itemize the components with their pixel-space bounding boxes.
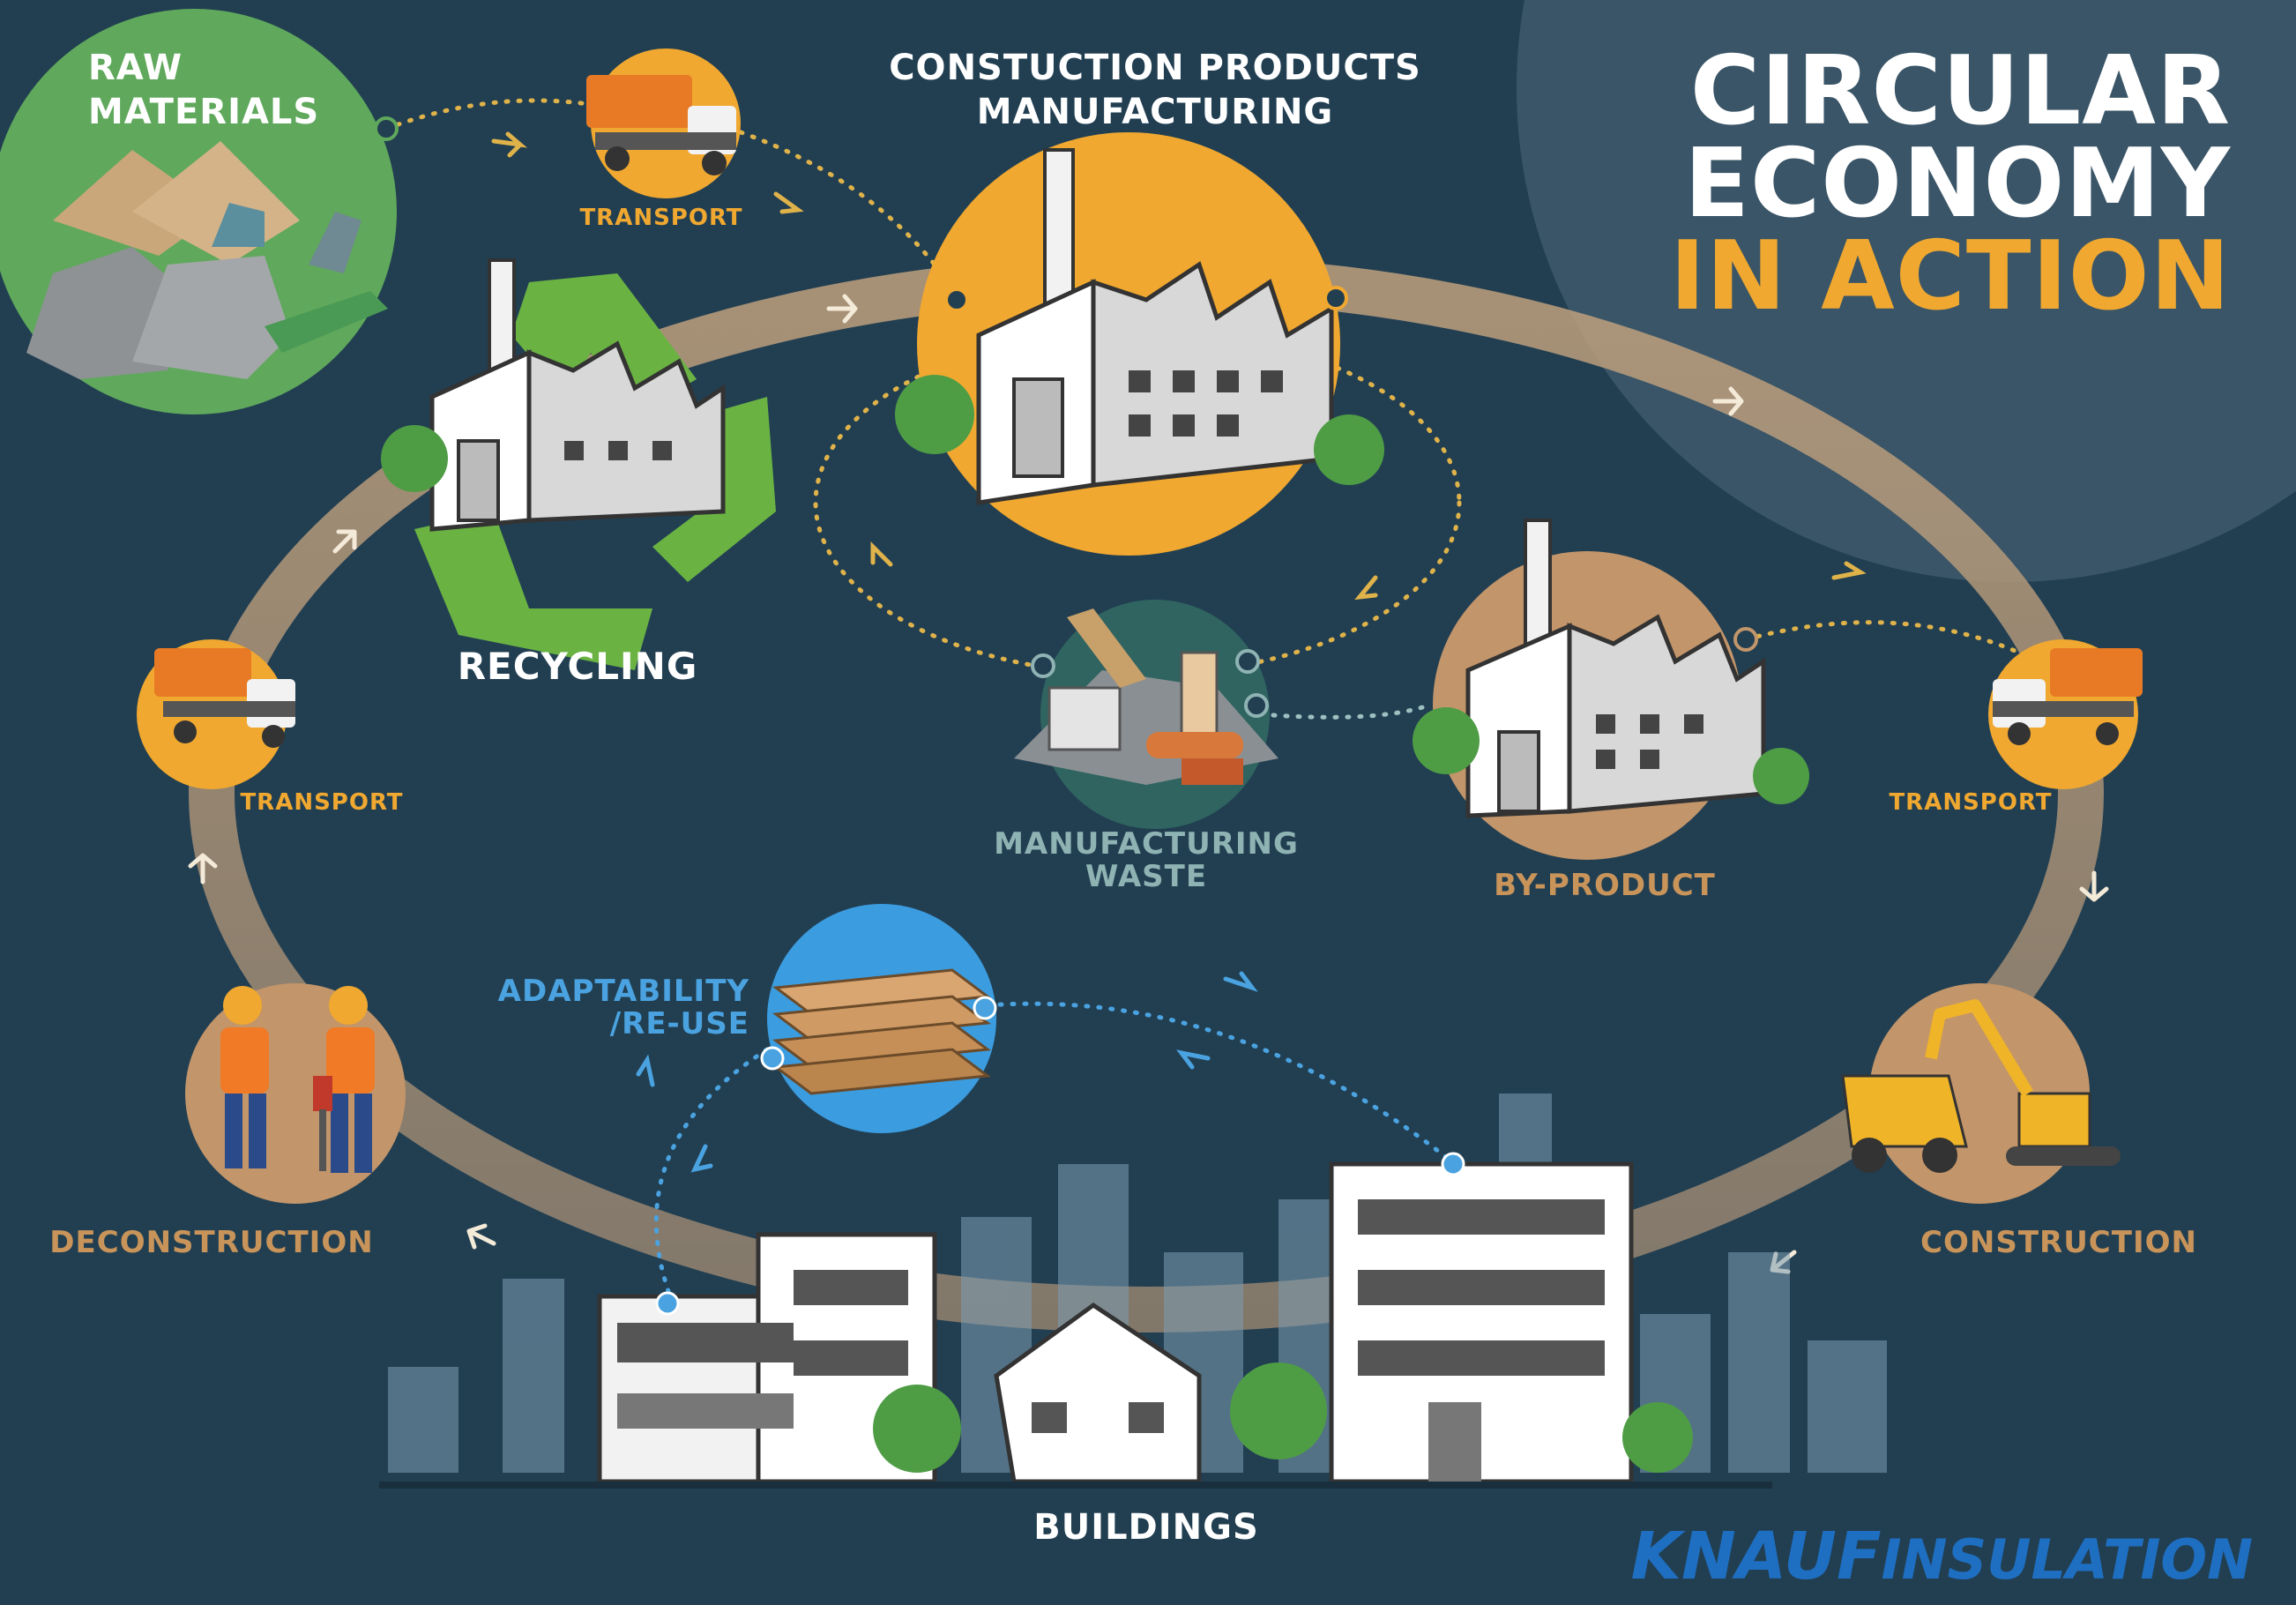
waste-node-dot-top — [1235, 649, 1260, 674]
manufacturing-label-line-2: MANUFACTURING — [977, 92, 1334, 132]
deconstruction-workers-icon — [220, 986, 375, 1173]
manufacturing-label-line-1: CONSTUCTION PRODUCTS — [889, 48, 1421, 88]
raw-materials-label-line-2: MATERIALS — [88, 92, 319, 132]
raw-to-transport-connector — [384, 98, 602, 131]
transport-to-factory-connector — [738, 130, 937, 267]
brand-part-1: KNAUF — [1631, 1519, 1882, 1594]
reuse-arrows — [636, 971, 1258, 1173]
construction-label: CONSTRUCTION — [1920, 1225, 2197, 1260]
reuse-dotted-left — [653, 1047, 770, 1299]
by-product-factory-icon — [1413, 519, 1809, 818]
buildings-node-dot-right — [1441, 1152, 1465, 1176]
brand-logo: KNAUFINSULATION — [1631, 1519, 2253, 1594]
adaptability-label-line-2: /RE-USE — [610, 1006, 749, 1041]
buildings-node-dot-left — [655, 1291, 680, 1316]
transport-top-truck-icon — [586, 75, 736, 175]
manufacturing-node-dot-left — [944, 287, 969, 312]
manufacturing-node-dot-right — [1323, 286, 1348, 310]
title-line-1: CIRCULAR — [1690, 36, 2231, 146]
brand-part-2: INSULATION — [1882, 1527, 2253, 1592]
title-line-2: ECONOMY — [1684, 129, 2232, 239]
transport-right-label: TRANSPORT — [1889, 789, 2052, 816]
waste-node-dot-left — [1031, 653, 1055, 678]
deconstruction-circle — [185, 983, 406, 1204]
byproduct-to-transport-connector — [1743, 620, 2022, 655]
adaptability-node-dot-right — [973, 996, 997, 1020]
construction-vehicles-icon — [1841, 999, 2121, 1173]
waste-to-byproduct-connector — [1258, 703, 1431, 720]
manufacturing-waste-label-line-1: MANUFACTURING — [994, 826, 1299, 862]
manufacturing-waste-label-line-2: WASTE — [1085, 859, 1207, 894]
raw-materials-label-line-1: RAW — [88, 48, 183, 88]
reuse-dotted-right — [985, 1001, 1457, 1167]
adaptability-node-dot-left — [760, 1046, 785, 1071]
buildings-label: BUILDINGS — [1033, 1507, 1259, 1548]
buildings-icon — [379, 1161, 1772, 1489]
deconstruction-label: DECONSTRUCTION — [49, 1225, 373, 1260]
recycling-factory-icon — [381, 258, 726, 532]
title-line-3: IN ACTION — [1670, 221, 2231, 332]
waste-node-dot-right — [1244, 693, 1269, 718]
raw-materials-pile-icon — [26, 141, 388, 379]
raw-materials-node-dot — [374, 116, 399, 141]
manufacturing-waste-pile-icon — [1014, 608, 1278, 785]
reuse-boards-icon — [772, 968, 991, 1095]
transport-left-truck-icon — [154, 648, 295, 748]
by-product-label: BY-PRODUCT — [1494, 868, 1716, 903]
by-product-node-dot — [1733, 627, 1758, 652]
transport-top-label: TRANSPORT — [579, 205, 742, 231]
title-panel — [1517, 0, 2296, 582]
adaptability-label-line-1: ADAPTABILITY — [498, 974, 749, 1009]
recycling-label: RECYCLING — [458, 645, 698, 688]
dotted-arrows — [491, 131, 1867, 601]
transport-left-label: TRANSPORT — [240, 789, 403, 816]
manufacturing-factory-icon — [895, 148, 1384, 505]
transport-right-truck-icon — [1993, 648, 2143, 745]
